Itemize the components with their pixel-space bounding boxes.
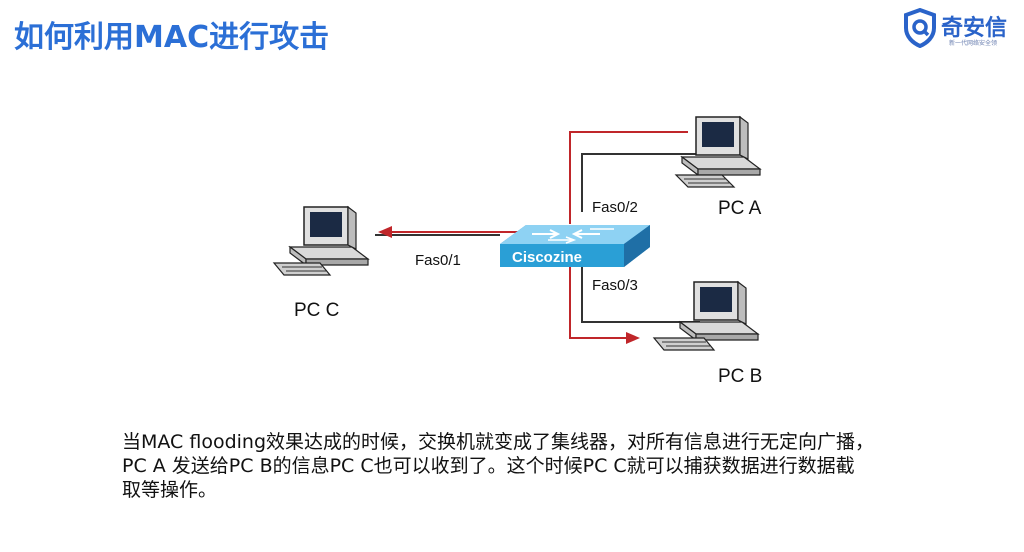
logo-tagline: 新一代网络安全领 (949, 40, 998, 47)
pc-b-icon (652, 280, 760, 351)
page-title: 如何利用MAC进行攻击 (14, 20, 330, 55)
flow-arrow-to-pc-b (626, 332, 640, 344)
pc-c-label: PC C (294, 300, 339, 321)
logo-name: 奇安信 (941, 16, 1008, 41)
caption: 当MAC flooding效果达成的时候，交换机就变成了集线器，对所有信息进行无… (122, 430, 1012, 502)
port-label-fas0-1: Fas0/1 (415, 252, 461, 269)
link-pc-a (581, 153, 700, 212)
flow-from-pc-a (569, 131, 688, 224)
shield-icon (904, 8, 936, 48)
pc-a-icon (674, 115, 762, 188)
pc-b-label: PC B (718, 366, 762, 387)
network-diagram: Ciscozine Fas0/2 Fas0/1 Fas0/3 PC A (270, 112, 780, 387)
link-pc-b (581, 267, 700, 323)
flow-to-pc-b (569, 242, 626, 339)
caption-line: 取等操作。 (122, 479, 218, 501)
pc-c-icon (272, 205, 370, 276)
flow-arrow-to-pc-c (378, 226, 392, 238)
pc-a-label: PC A (718, 198, 762, 219)
switch-icon (500, 225, 650, 267)
port-label-fas0-3: Fas0/3 (592, 277, 638, 294)
caption-line: 当MAC flooding效果达成的时候，交换机就变成了集线器，对所有信息进行无… (122, 431, 875, 453)
switch-label: Ciscozine (512, 249, 582, 266)
port-label-fas0-2: Fas0/2 (592, 199, 638, 216)
caption-line: PC A 发送给PC B的信息PC C也可以收到了。这个时候PC C就可以捕获数… (122, 455, 855, 477)
brand-logo: 奇安信 新一代网络安全领 (903, 8, 1024, 50)
